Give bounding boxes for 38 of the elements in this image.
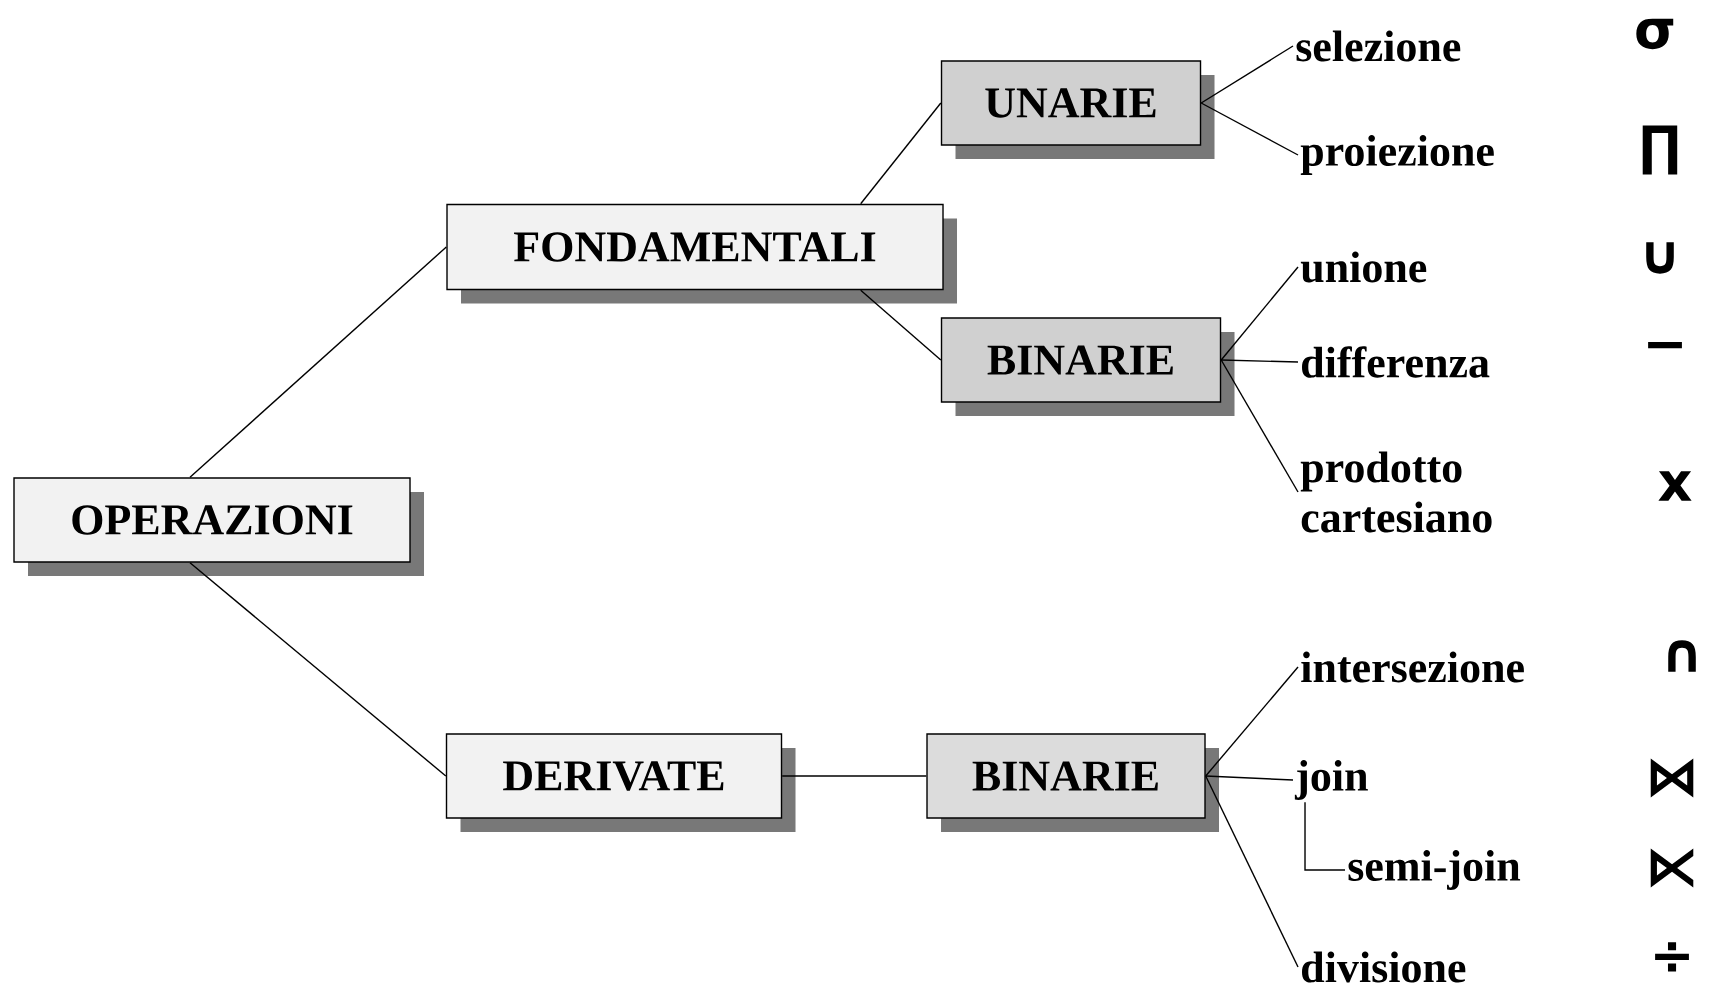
connector-line: [1220, 359, 1299, 363]
operation-label: prodotto cartesiano: [1300, 451, 1492, 533]
category-box: DERIVATE: [445, 733, 796, 832]
connector-line: [189, 246, 447, 478]
operator-symbol: ∩: [1668, 640, 1696, 672]
operator-symbol: ÷: [1655, 942, 1689, 972]
operator-symbol: ∪: [1646, 242, 1674, 274]
category-box: BINARIE: [940, 317, 1235, 416]
connector-line: [860, 102, 942, 205]
operator-symbol: σ: [1636, 18, 1674, 50]
category-box: BINARIE: [926, 733, 1219, 832]
connector-line: [1200, 45, 1294, 104]
operation-label: semi-join: [1348, 850, 1521, 890]
operation-label: unione: [1300, 251, 1427, 283]
operator-symbol: −: [1648, 342, 1682, 349]
connector-line: [781, 775, 927, 777]
operation-label: join: [1294, 760, 1368, 800]
operation-label: divisione: [1302, 951, 1466, 983]
operation-label: selezione: [1296, 30, 1461, 62]
operator-symbol: ⋈: [1650, 758, 1694, 798]
category-box: OPERAZIONI: [13, 477, 424, 576]
category-box: UNARIE: [940, 60, 1215, 159]
connector-line: [1304, 801, 1346, 871]
operation-label: proiezione: [1300, 135, 1494, 175]
connector-line: [1205, 775, 1294, 781]
connector-line: [1220, 359, 1299, 493]
operator-symbol: ⋉: [1650, 848, 1694, 888]
connector-line: [1205, 775, 1299, 968]
connector-line: [189, 562, 447, 777]
operation-label: differenza: [1302, 346, 1490, 378]
operator-symbol: ∏: [1642, 125, 1678, 175]
connector-line: [1205, 666, 1299, 777]
connector-line: [1220, 266, 1299, 361]
connector-line: [1200, 102, 1299, 156]
category-box: FONDAMENTALI: [446, 203, 957, 304]
operation-label: intersezione: [1301, 651, 1524, 683]
connector-line: [860, 289, 942, 361]
operator-symbol: x: [1658, 471, 1692, 501]
